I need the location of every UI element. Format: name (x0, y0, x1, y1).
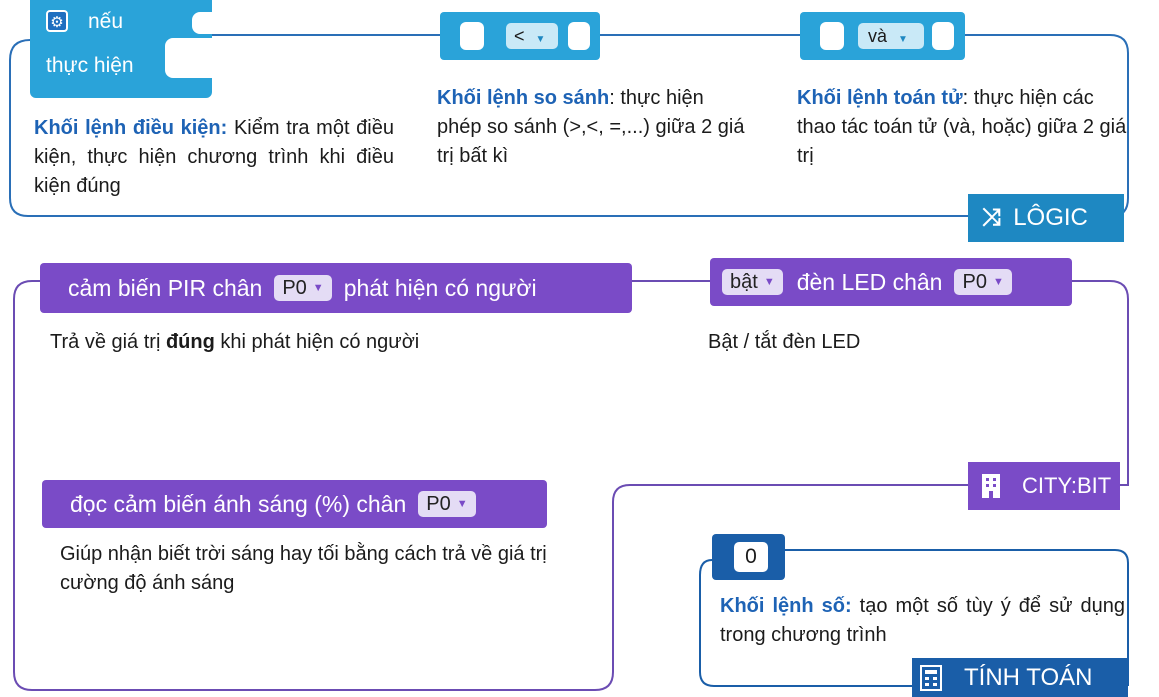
pir-desc-post: khi phát hiện có người (214, 331, 420, 353)
pir-suffix: phát hiện có người (343, 274, 537, 301)
compare-desc-text: : thực hiện phép so sánh (>,<, =,...) gi… (437, 87, 745, 167)
city-category-tab[interactable]: CITY:BIT (968, 462, 1120, 510)
gear-icon[interactable]: ⚙ (46, 10, 68, 32)
building-icon (982, 474, 1000, 498)
led-text: đèn LED chân (796, 268, 943, 295)
compare-right-slot[interactable] (568, 22, 590, 50)
led-state-dropdown[interactable]: bật ▼ (722, 268, 783, 296)
if-statement-slot[interactable] (165, 38, 215, 78)
operator-left-slot[interactable] (820, 22, 844, 50)
shuffle-icon: ⤨ (982, 204, 1002, 231)
operator-description: Khối lệnh toán tử: thực hiện các thao tá… (797, 84, 1127, 171)
pir-desc-bold: đúng (165, 331, 215, 353)
number-desc-title: Khối lệnh số: (720, 595, 852, 617)
if-desc-text: Kiểm tra một điều kiện, thực hiện chương… (34, 117, 394, 197)
compare-description: Khối lệnh so sánh: thực hiện phép so sán… (437, 84, 747, 171)
city-category-label: CITY:BIT (1022, 473, 1112, 498)
led-state: bật (730, 270, 758, 293)
compare-desc-title: Khối lệnh so sánh (437, 87, 610, 109)
pir-sensor-block[interactable]: cảm biến PIR chân P0 ▼ phát hiện có người (40, 263, 632, 313)
operator-desc-text: : thực hiện các thao tác toán tử (và, ho… (797, 87, 1127, 167)
pir-desc-pre: Trả về giá trị (50, 331, 166, 353)
operator-value: và (868, 26, 888, 46)
chevron-down-icon: ▼ (456, 498, 468, 511)
led-block[interactable]: bật ▼ đèn LED chân P0 ▼ (710, 258, 1072, 306)
number-input[interactable]: 0 (734, 542, 768, 572)
light-description: Giúp nhận biết trời sáng hay tối bằng cá… (60, 543, 547, 594)
led-description: Bật / tắt đèn LED (708, 331, 861, 353)
number-block[interactable]: 0 (712, 534, 785, 580)
number-value: 0 (745, 545, 757, 568)
chevron-down-icon: ▼ (992, 276, 1004, 289)
led-pin: P0 (962, 270, 987, 293)
logic-category-label: LÔGIC (1013, 204, 1088, 231)
city-frame-line-top (632, 280, 1129, 486)
if-description: Khối lệnh điều kiện: Kiểm tra một điều k… (34, 114, 394, 201)
chevron-down-icon: ▼ (898, 34, 908, 45)
led-pin-dropdown[interactable]: P0 ▼ (954, 268, 1012, 296)
compare-operator: < (514, 26, 525, 46)
light-text: đọc cảm biến ánh sáng (%) chân (70, 490, 407, 517)
if-block[interactable]: ⚙ nếu thực hiện (30, 0, 215, 98)
if-label: nếu (88, 10, 124, 33)
number-description: Khối lệnh số: tạo một số tùy ý để sử dụn… (720, 592, 1125, 650)
chevron-down-icon: ▼ (763, 276, 775, 289)
compare-block[interactable]: < ▼ (440, 12, 600, 60)
chevron-down-icon: ▼ (535, 34, 546, 45)
pir-pin: P0 (282, 276, 307, 299)
operator-dropdown[interactable]: và ▼ (858, 23, 924, 49)
math-category-tab[interactable]: TÍNH TOÁN (912, 658, 1128, 697)
number-desc-text: tạo một số tùy ý để sử dụng trong chương… (720, 595, 1125, 646)
chevron-down-icon: ▼ (312, 282, 324, 295)
compare-left-slot[interactable] (460, 22, 484, 50)
logic-category-tab[interactable]: ⤨ LÔGIC (968, 194, 1124, 242)
math-category-label: TÍNH TOÁN (964, 663, 1093, 691)
light-pin: P0 (426, 492, 451, 515)
if-condition-slot[interactable] (192, 12, 214, 34)
compare-operator-dropdown[interactable]: < ▼ (506, 23, 558, 49)
operator-block[interactable]: và ▼ (800, 12, 965, 60)
if-desc-title: Khối lệnh điều kiện: (34, 117, 228, 139)
light-sensor-block[interactable]: đọc cảm biến ánh sáng (%) chân P0 ▼ (42, 480, 547, 528)
pir-prefix: cảm biến PIR chân (68, 274, 263, 301)
pir-description: Trả về giá trị đúng khi phát hiện có ngư… (50, 328, 419, 357)
calculator-icon (920, 664, 942, 691)
pir-pin-dropdown[interactable]: P0 ▼ (274, 274, 332, 302)
operator-right-slot[interactable] (932, 22, 954, 50)
operator-desc-title: Khối lệnh toán tử (797, 87, 963, 109)
light-pin-dropdown[interactable]: P0 ▼ (418, 490, 476, 518)
then-label: thực hiện (46, 54, 134, 77)
